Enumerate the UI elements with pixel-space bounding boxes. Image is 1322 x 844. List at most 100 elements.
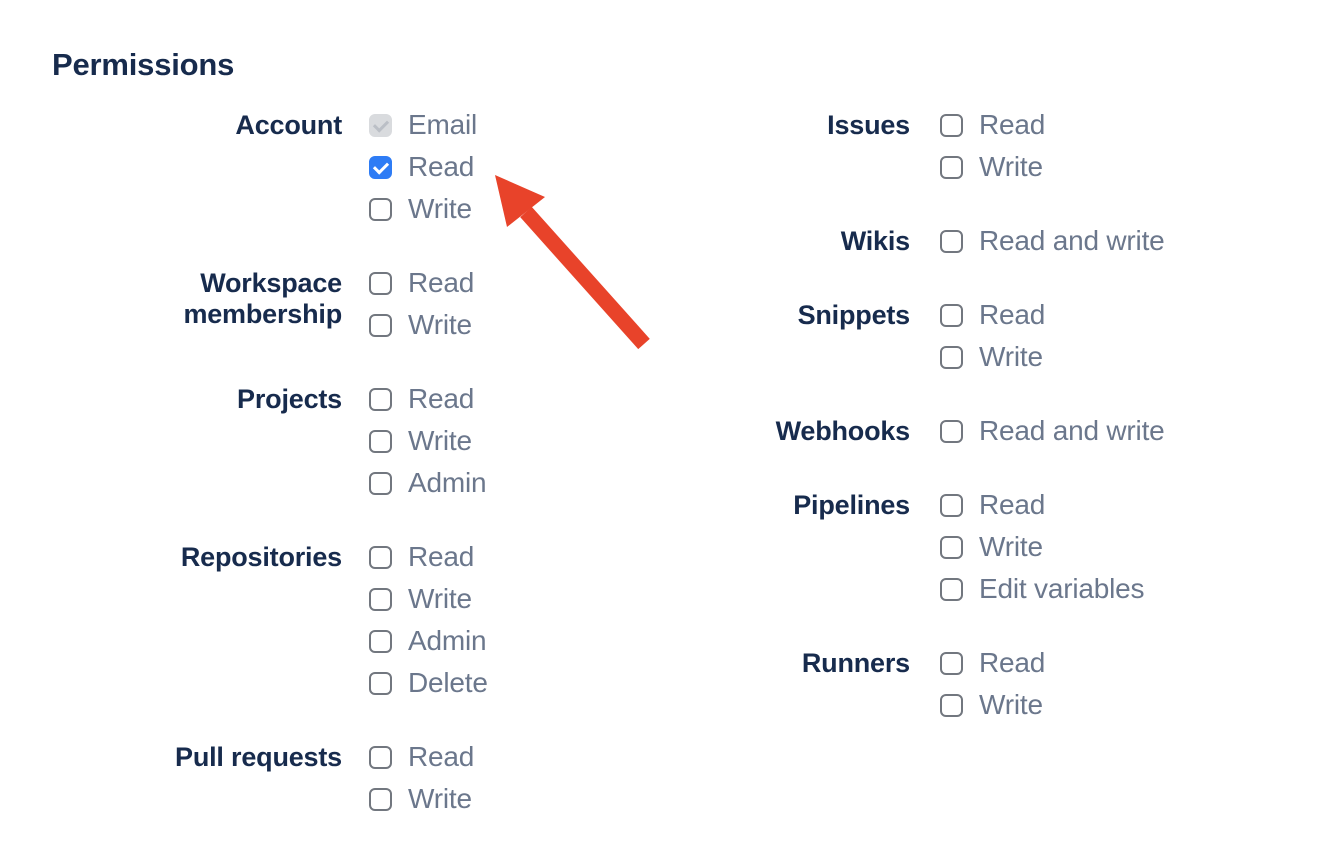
- snippets-read-label[interactable]: Read: [979, 299, 1046, 330]
- projects-read-checkbox[interactable]: [369, 387, 392, 411]
- pipelines-edit-variables-option[interactable]: Edit variables: [940, 575, 1144, 603]
- projects-read-label[interactable]: Read: [408, 383, 475, 414]
- pull-requests-write-label[interactable]: Write: [408, 783, 472, 814]
- webhooks-read-and-write-checkbox[interactable]: [940, 419, 963, 443]
- account-write-option[interactable]: Write: [369, 195, 477, 223]
- permission-group-options: Read Write Admin: [369, 385, 487, 511]
- issues-write-label[interactable]: Write: [979, 151, 1043, 182]
- projects-write-option[interactable]: Write: [369, 427, 486, 455]
- snippets-write-option[interactable]: Write: [940, 343, 1045, 371]
- permission-group-workspace-membership: Workspace membership Read Write: [0, 268, 660, 353]
- runners-read-label[interactable]: Read: [979, 647, 1046, 678]
- issues-read-checkbox[interactable]: [940, 113, 963, 137]
- permission-group-options: Read Write Admin Delete: [369, 543, 488, 711]
- permission-group-label-runners: Runners: [801, 648, 910, 678]
- projects-read-option[interactable]: Read: [369, 385, 486, 413]
- repositories-admin-checkbox[interactable]: [369, 629, 392, 653]
- permission-group-webhooks: Webhooks Read and write: [568, 416, 1228, 459]
- repositories-read-label[interactable]: Read: [408, 541, 475, 572]
- issues-read-option[interactable]: Read: [940, 111, 1045, 139]
- webhooks-read-and-write-option[interactable]: Read and write: [940, 417, 1165, 445]
- permission-group-label-webhooks: Webhooks: [775, 416, 911, 446]
- repositories-delete-option[interactable]: Delete: [369, 669, 488, 697]
- permission-group-label-wikis: Wikis: [840, 226, 910, 256]
- runners-write-label[interactable]: Write: [979, 689, 1043, 720]
- pull-requests-read-checkbox[interactable]: [369, 745, 392, 769]
- issues-write-option[interactable]: Write: [940, 153, 1045, 181]
- projects-admin-option[interactable]: Admin: [369, 467, 487, 498]
- pipelines-write-option[interactable]: Write: [940, 533, 1144, 561]
- issues-write-checkbox[interactable]: [940, 155, 963, 179]
- permission-group-snippets: Snippets Read Write: [568, 300, 1228, 385]
- permission-group-wikis: Wikis Read and write: [568, 226, 1228, 269]
- repositories-admin-label[interactable]: Admin: [408, 625, 487, 656]
- repositories-read-checkbox[interactable]: [369, 545, 392, 569]
- pull-requests-write-checkbox[interactable]: [369, 787, 392, 811]
- account-read-checkbox[interactable]: [369, 155, 392, 179]
- account-read-label[interactable]: Read: [408, 151, 475, 182]
- permissions-column-left: Account Email Read Write Workspace membe…: [0, 110, 660, 844]
- workspace-membership-write-checkbox[interactable]: [369, 313, 392, 337]
- account-write-label[interactable]: Write: [408, 193, 472, 224]
- permission-group-label-workspace-membership: Workspace membership: [183, 268, 342, 329]
- workspace-membership-read-checkbox[interactable]: [369, 271, 392, 295]
- account-read-option[interactable]: Read: [369, 153, 477, 181]
- permission-group-options: Email Read Write: [369, 111, 477, 237]
- permission-group-label-issues: Issues: [827, 110, 910, 140]
- workspace-membership-write-label[interactable]: Write: [408, 309, 472, 340]
- permission-group-pull-requests: Pull requests Read Write: [0, 742, 660, 827]
- workspace-membership-read-label[interactable]: Read: [408, 267, 475, 298]
- pull-requests-read-label[interactable]: Read: [408, 741, 475, 772]
- pipelines-edit-variables-label[interactable]: Edit variables: [979, 573, 1145, 604]
- page-title: Permissions: [52, 47, 235, 82]
- pipelines-edit-variables-checkbox[interactable]: [940, 577, 963, 601]
- repositories-write-checkbox[interactable]: [369, 587, 392, 611]
- projects-write-label[interactable]: Write: [408, 425, 472, 456]
- projects-admin-label[interactable]: Admin: [408, 467, 487, 498]
- wikis-read-and-write-checkbox[interactable]: [940, 229, 963, 253]
- runners-read-option[interactable]: Read: [940, 649, 1045, 677]
- pull-requests-read-option[interactable]: Read: [369, 743, 474, 771]
- permission-group-account: Account Email Read Write: [0, 110, 660, 237]
- permission-group-options: Read Write: [940, 649, 1045, 733]
- snippets-read-checkbox[interactable]: [940, 303, 963, 327]
- permissions-column-right: Issues Read Write Wikis Read and write S…: [568, 110, 1228, 765]
- workspace-membership-write-option[interactable]: Write: [369, 311, 474, 339]
- projects-write-checkbox[interactable]: [369, 429, 392, 453]
- wikis-read-and-write-option[interactable]: Read and write: [940, 227, 1165, 255]
- permission-group-issues: Issues Read Write: [568, 110, 1228, 195]
- wikis-read-and-write-label[interactable]: Read and write: [979, 225, 1165, 256]
- pull-requests-write-option[interactable]: Write: [369, 785, 474, 813]
- issues-read-label[interactable]: Read: [979, 109, 1046, 140]
- permission-group-label-repositories: Repositories: [180, 542, 342, 572]
- permission-group-label-account: Account: [235, 110, 342, 140]
- permission-group-label-snippets: Snippets: [797, 300, 911, 330]
- repositories-admin-option[interactable]: Admin: [369, 627, 488, 655]
- repositories-read-option[interactable]: Read: [369, 543, 488, 571]
- permission-group-label-pull-requests: Pull requests: [175, 742, 342, 772]
- runners-read-checkbox[interactable]: [940, 651, 963, 675]
- pipelines-write-label[interactable]: Write: [979, 531, 1043, 562]
- repositories-delete-checkbox[interactable]: [369, 671, 392, 695]
- snippets-read-option[interactable]: Read: [940, 301, 1045, 329]
- webhooks-read-and-write-label[interactable]: Read and write: [979, 415, 1165, 446]
- permission-group-label-pipelines: Pipelines: [793, 490, 910, 520]
- account-email-option: Email: [369, 111, 477, 139]
- repositories-write-label[interactable]: Write: [408, 583, 472, 614]
- repositories-write-option[interactable]: Write: [369, 585, 488, 613]
- permission-group-options: Read Write: [369, 269, 474, 353]
- pipelines-read-label[interactable]: Read: [979, 489, 1046, 520]
- account-write-checkbox[interactable]: [369, 197, 392, 221]
- red-arrow-icon: [495, 175, 650, 350]
- runners-write-option[interactable]: Write: [940, 691, 1045, 719]
- repositories-delete-label[interactable]: Delete: [408, 667, 488, 698]
- pipelines-read-checkbox[interactable]: [940, 493, 963, 517]
- pipelines-read-option[interactable]: Read: [940, 491, 1144, 519]
- snippets-write-label[interactable]: Write: [979, 341, 1043, 372]
- runners-write-checkbox[interactable]: [940, 693, 963, 717]
- snippets-write-checkbox[interactable]: [940, 345, 963, 369]
- pipelines-write-checkbox[interactable]: [940, 535, 963, 559]
- workspace-membership-read-option[interactable]: Read: [369, 269, 474, 297]
- projects-admin-checkbox[interactable]: [369, 471, 392, 495]
